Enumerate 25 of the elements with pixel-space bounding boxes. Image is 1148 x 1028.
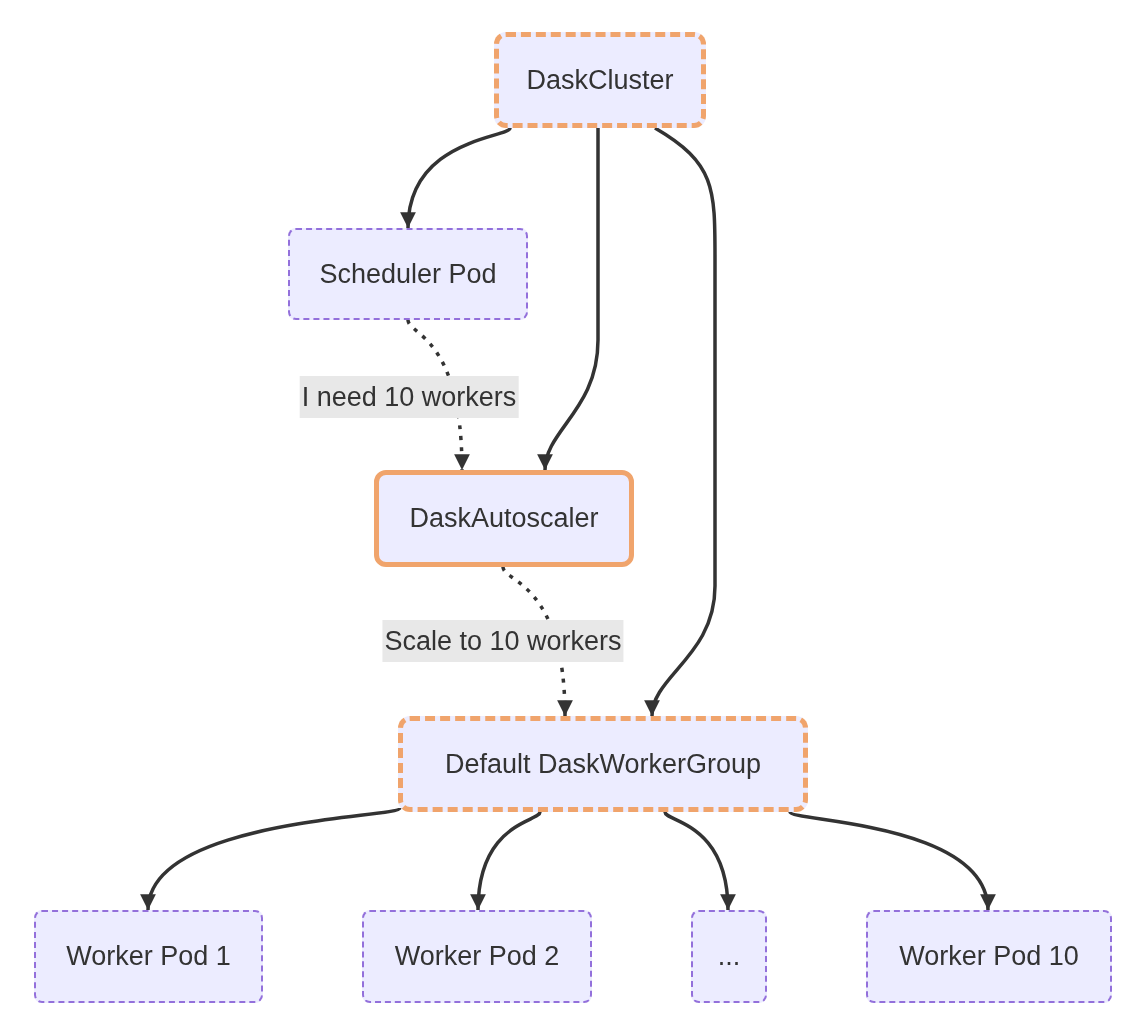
arrow: [538, 128, 600, 471]
arrow: [471, 811, 542, 911]
process-box: [398, 716, 808, 812]
process-box: [362, 910, 592, 1003]
arrow: [663, 811, 735, 911]
node-label: Worker Pod 2: [394, 940, 560, 974]
edge-label: I need 10 workers: [299, 376, 519, 418]
node-label: DaskAutoscaler: [409, 502, 599, 536]
node-label: DaskCluster: [526, 63, 674, 97]
node-label: Default DaskWorkerGroup: [444, 747, 762, 781]
arrow: [789, 810, 993, 911]
arrow: [143, 806, 401, 911]
node-label: Scheduler Pod: [319, 257, 497, 291]
node-label: ...: [717, 940, 741, 974]
process-box: [34, 910, 263, 1003]
arrow: [646, 126, 717, 717]
process-box: [494, 32, 706, 128]
process-box: [866, 910, 1112, 1003]
node-label: Worker Pod 1: [66, 940, 231, 974]
arrow: [401, 126, 512, 229]
node-label: Worker Pod 10: [899, 940, 1079, 974]
process-box: [288, 228, 528, 320]
process-box: [691, 910, 767, 1003]
process-box: [374, 470, 634, 567]
edge-label: Scale to 10 workers: [382, 620, 624, 662]
